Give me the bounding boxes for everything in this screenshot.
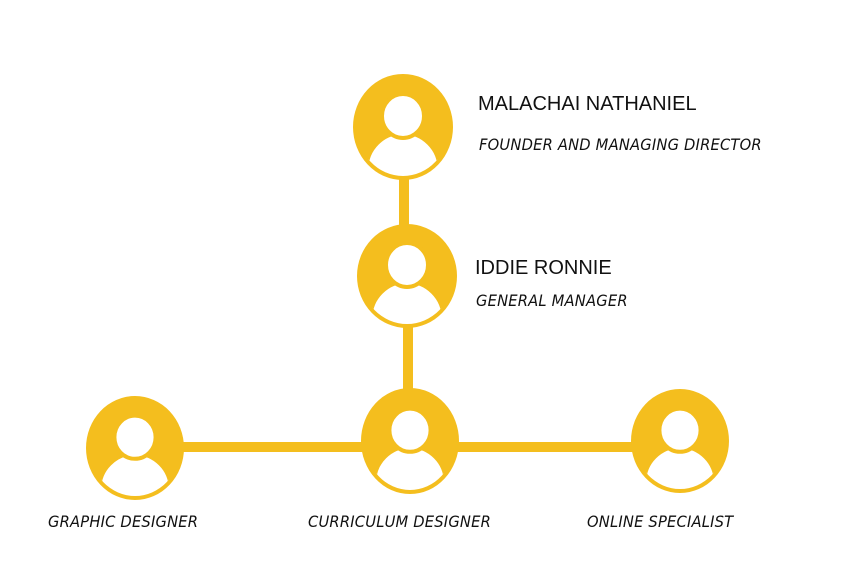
- person-nodes: [86, 74, 729, 500]
- person-icon: [365, 92, 441, 176]
- person-icon: [373, 406, 447, 490]
- graphic-designer-role: GRAPHIC DESIGNER: [48, 512, 199, 531]
- online-specialist-node: [631, 389, 729, 493]
- general-manager-name: IDDIE RONNIE: [475, 257, 612, 279]
- curriculum-designer-role: CURRICULUM DESIGNER: [308, 512, 492, 531]
- founder-node: [353, 74, 453, 180]
- graphic-designer-node: [86, 396, 184, 500]
- founder-role: FOUNDER AND MANAGING DIRECTOR: [479, 135, 762, 154]
- curriculum-designer-node: [361, 388, 459, 494]
- online-specialist-role: ONLINE SPECIALIST: [587, 512, 734, 531]
- general-manager-role: GENERAL MANAGER: [476, 291, 628, 310]
- founder-name: MALACHAI NATHANIEL: [478, 93, 697, 115]
